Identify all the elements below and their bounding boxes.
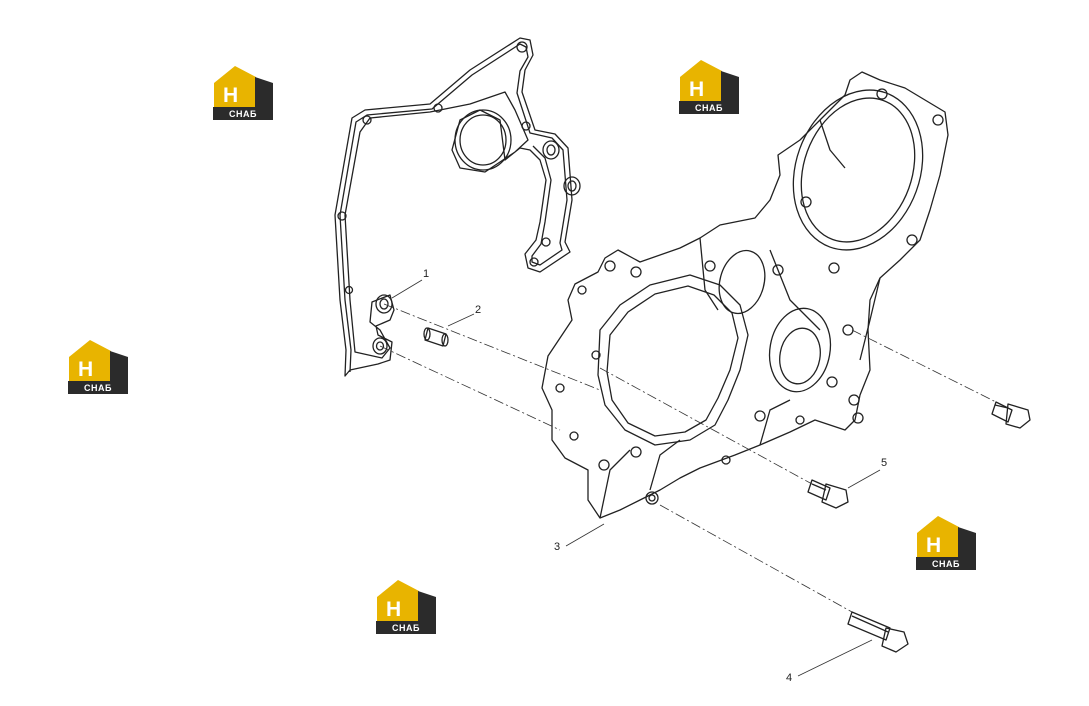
dowel-pin-part xyxy=(423,327,449,347)
callout-4: 4 xyxy=(786,672,793,684)
svg-text:СНАБ: СНАБ xyxy=(229,109,257,119)
svg-text:3: 3 xyxy=(945,534,957,557)
svg-text:СНАБ: СНАБ xyxy=(932,559,960,569)
svg-text:H: H xyxy=(689,78,704,101)
svg-text:H: H xyxy=(78,358,93,381)
callout-5: 5 xyxy=(881,457,888,469)
svg-text:СНАБ: СНАБ xyxy=(695,103,723,113)
svg-text:H: H xyxy=(926,534,941,557)
svg-text:СНАБ: СНАБ xyxy=(84,383,112,393)
svg-text:3: 3 xyxy=(97,358,109,381)
callout-2: 2 xyxy=(475,304,482,316)
long-bolt-part xyxy=(847,611,909,653)
svg-text:H: H xyxy=(386,598,401,621)
svg-text:3: 3 xyxy=(405,598,417,621)
callout-1: 1 xyxy=(423,268,430,280)
bolt-right-part xyxy=(991,401,1031,429)
gasket-part xyxy=(334,37,581,377)
assembly-lines xyxy=(379,303,997,613)
callout-3: 3 xyxy=(554,541,561,553)
svg-text:СНАБ: СНАБ xyxy=(392,623,420,633)
svg-text:3: 3 xyxy=(708,78,720,101)
svg-text:3: 3 xyxy=(242,84,254,107)
leader-lines xyxy=(391,279,881,677)
cover-housing-part xyxy=(541,71,949,519)
svg-text:H: H xyxy=(223,84,238,107)
bolt-middle-part xyxy=(807,479,849,509)
